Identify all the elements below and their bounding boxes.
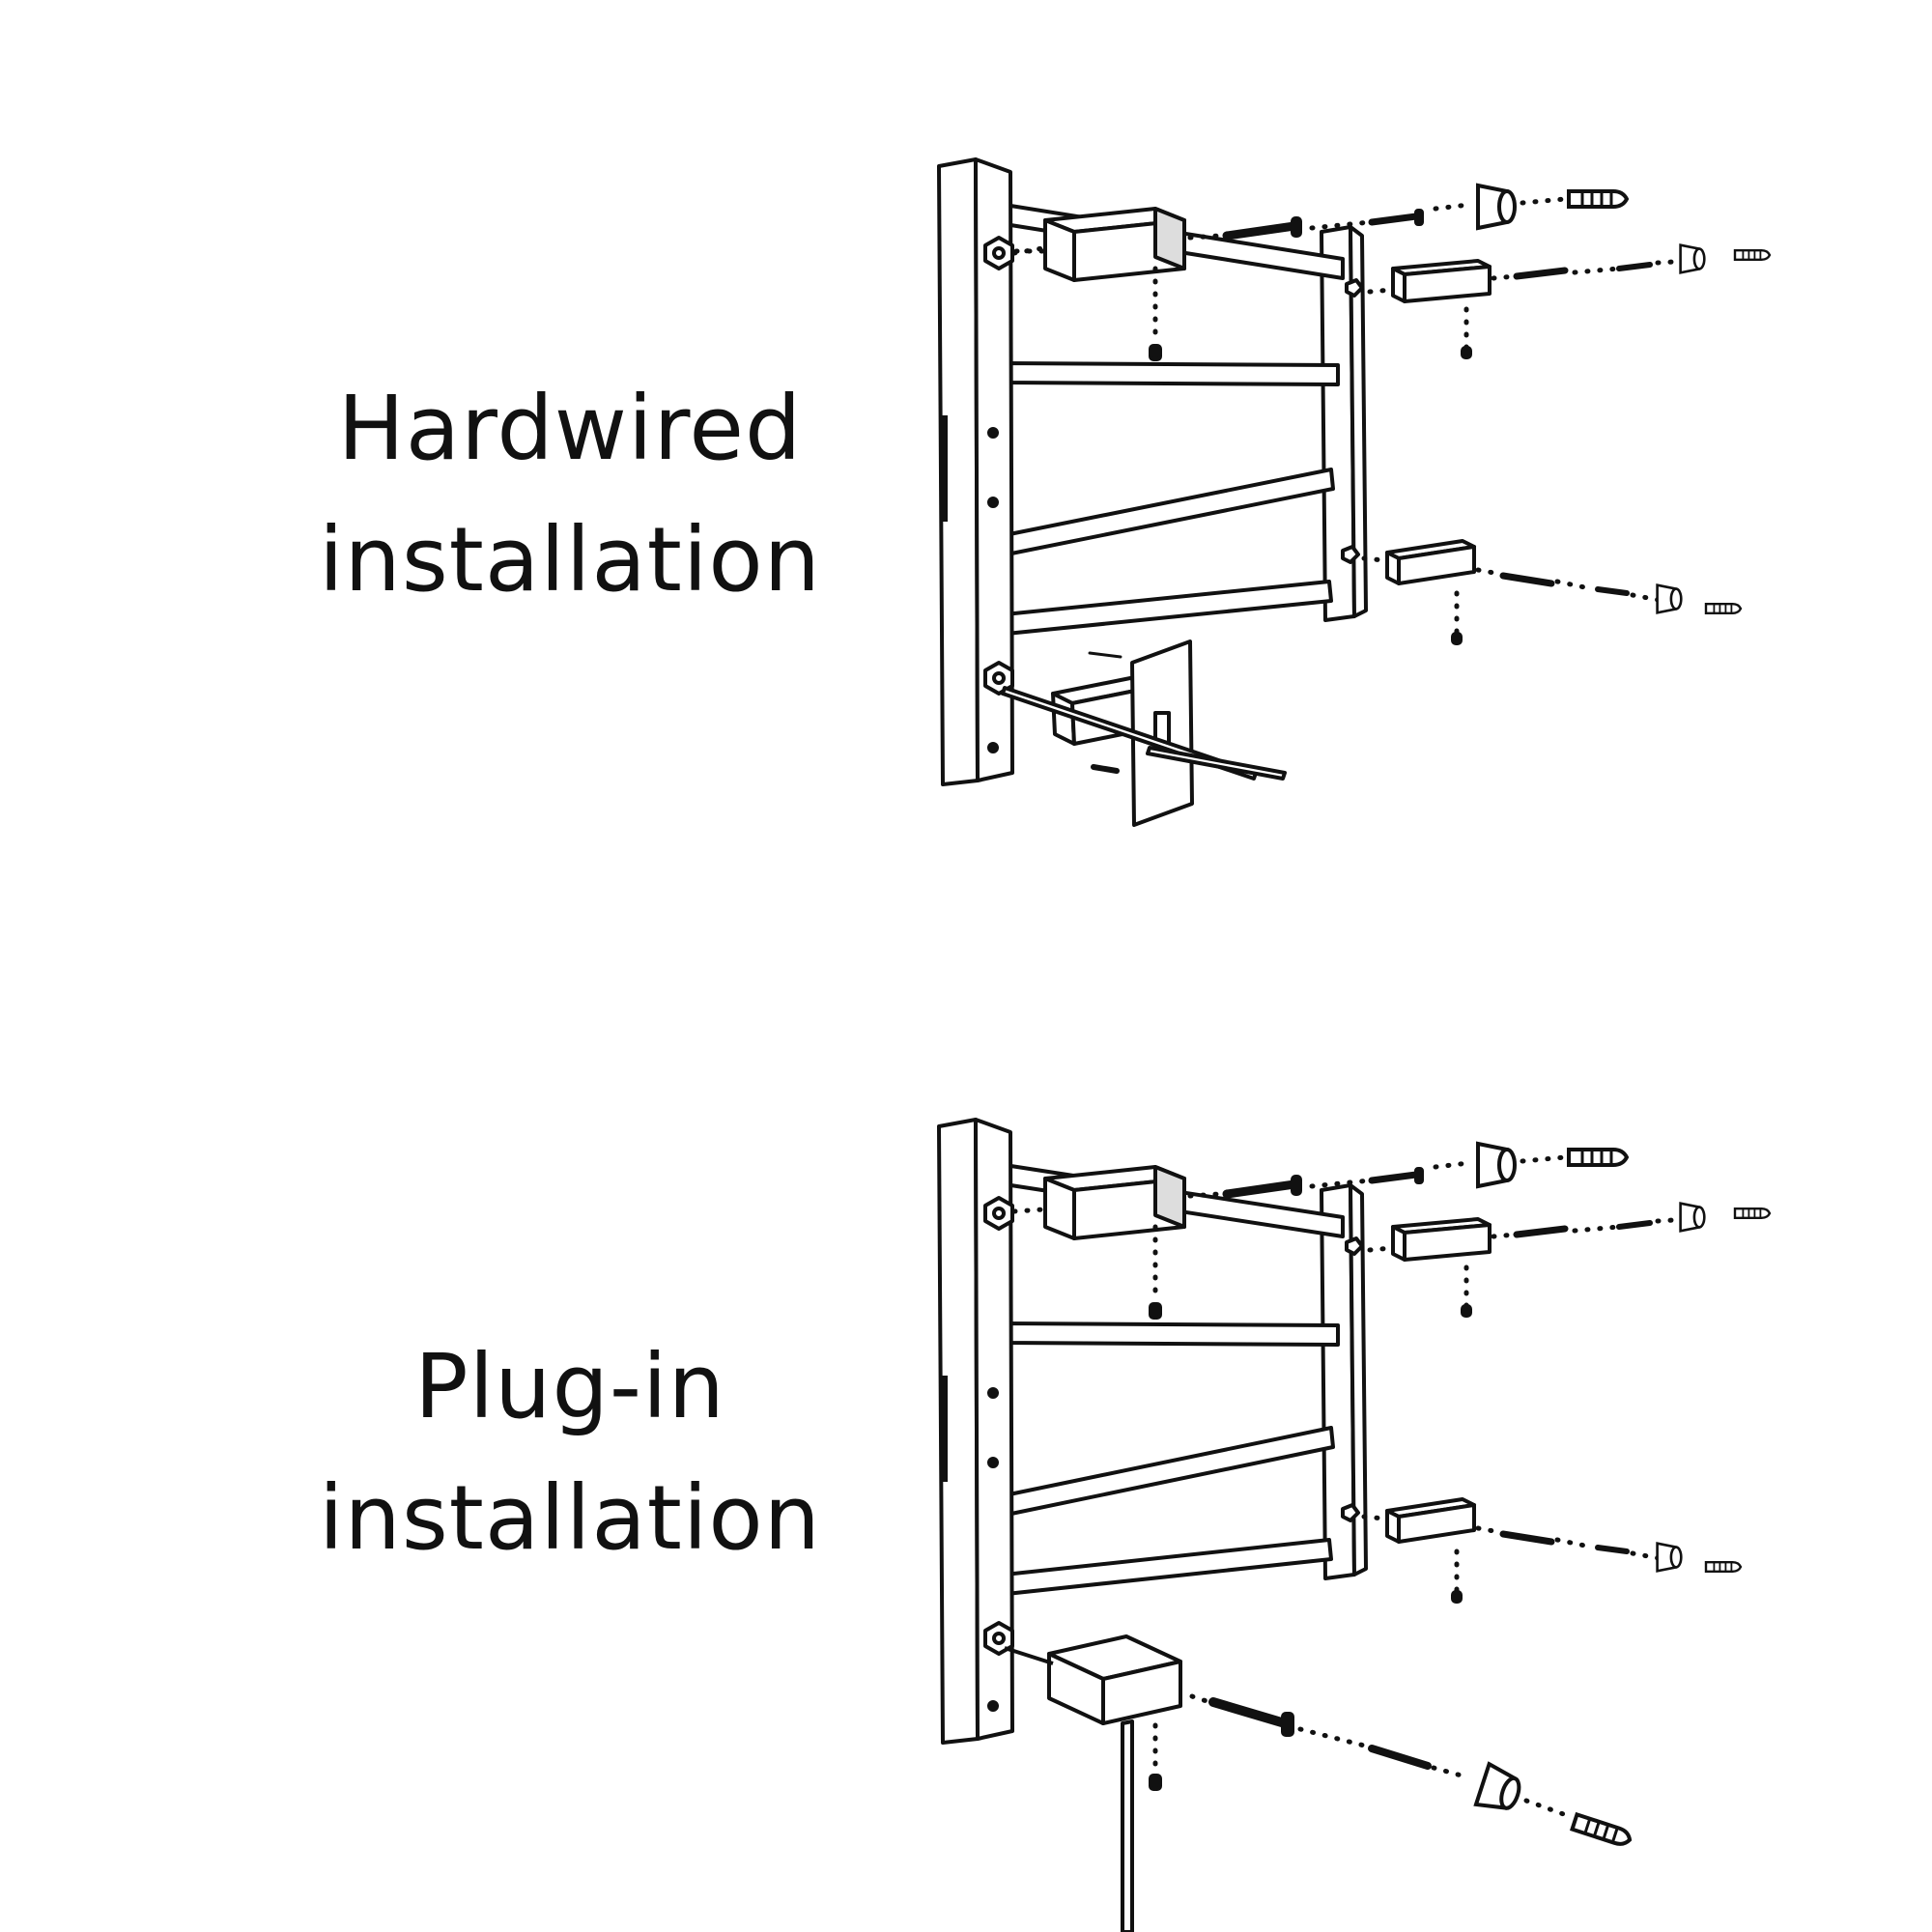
plugin-label-line2: installation <box>319 1466 821 1570</box>
hardwired-label-line1: Hardwired <box>337 377 803 480</box>
hardwired-screws <box>1088 209 1653 774</box>
plugin-towel-rail-diagram <box>937 1118 1492 1932</box>
plugin-installation-label: Plug-in installation <box>290 1321 850 1584</box>
hardwired-label-line2: installation <box>319 508 821 611</box>
hardwired-towel-rail-diagram <box>937 157 1492 827</box>
plugin-fixing-guides <box>1011 1154 1693 1819</box>
plugin-screws <box>1149 1167 1653 1791</box>
plugin-label-line1: Plug-in <box>414 1335 725 1438</box>
hardwired-installation-label: Hardwired installation <box>290 363 850 626</box>
